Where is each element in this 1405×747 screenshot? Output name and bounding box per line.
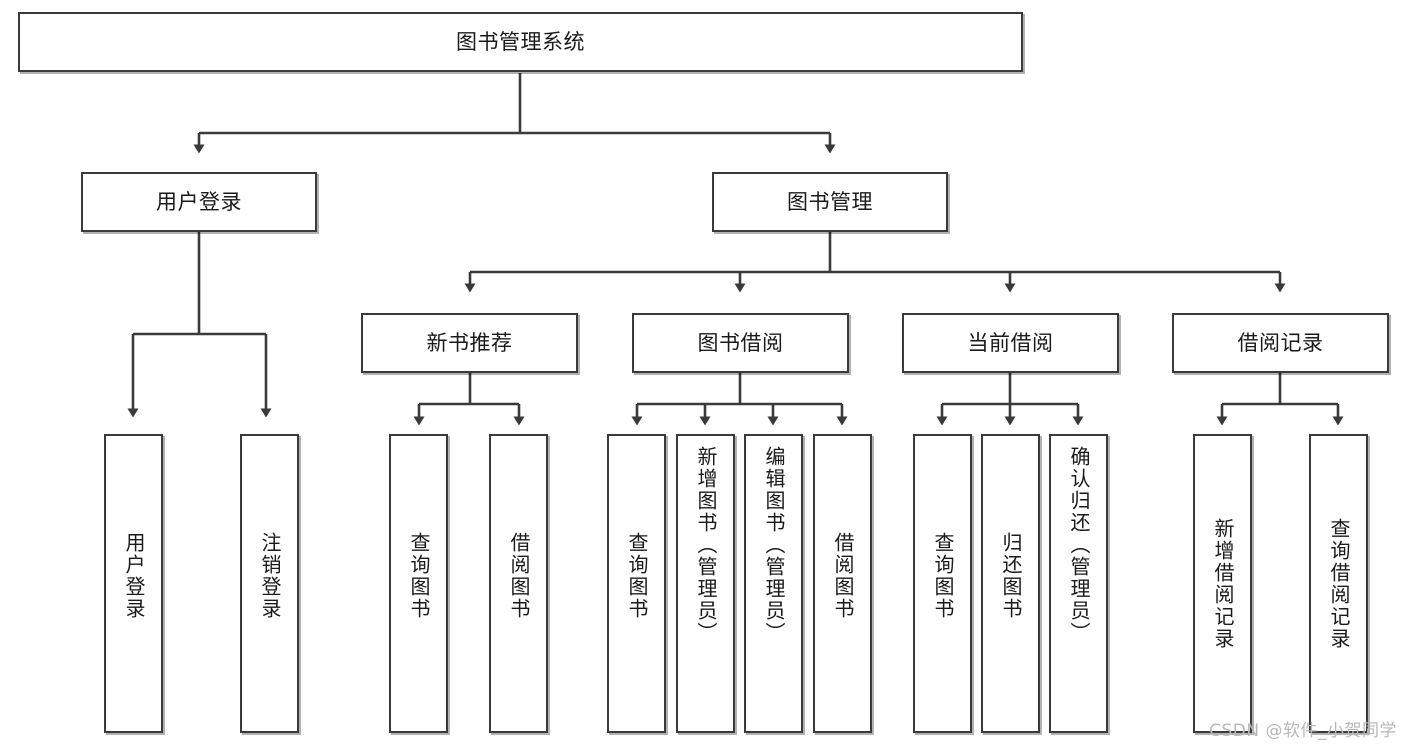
node-leaf-logout-login[interactable]: 注销登录 <box>240 434 299 733</box>
node-current-borrow[interactable]: 当前借阅 <box>902 313 1119 373</box>
node-leaf-borrow-book-1-label: 借阅图书 <box>507 532 531 620</box>
node-leaf-query-book-3[interactable]: 查询图书 <box>913 434 972 733</box>
node-leaf-query-book-2[interactable]: 查询图书 <box>607 434 666 733</box>
node-root[interactable]: 图书管理系统 <box>18 12 1023 72</box>
node-new-book-rec[interactable]: 新书推荐 <box>361 313 578 373</box>
node-leaf-add-book[interactable]: 新增图书（管理员） <box>676 434 735 733</box>
node-leaf-confirm-return-label: 确认归还（管理员） <box>1067 446 1091 644</box>
node-root-label: 图书管理系统 <box>456 29 585 54</box>
node-book-borrow-label: 图书借阅 <box>697 330 784 355</box>
node-new-book-rec-label: 新书推荐 <box>426 330 513 355</box>
node-leaf-user-login-label: 用户登录 <box>122 532 146 620</box>
node-leaf-query-book-3-label: 查询图书 <box>931 532 955 620</box>
node-leaf-add-record-label: 新增借阅记录 <box>1211 518 1235 650</box>
node-current-borrow-label: 当前借阅 <box>967 330 1054 355</box>
node-leaf-query-book-1-label: 查询图书 <box>407 532 431 620</box>
node-leaf-add-record[interactable]: 新增借阅记录 <box>1193 434 1252 733</box>
node-leaf-borrow-book-2[interactable]: 借阅图书 <box>813 434 872 733</box>
node-leaf-return-book-label: 归还图书 <box>999 532 1023 620</box>
node-leaf-query-record-label: 查询借阅记录 <box>1327 518 1351 650</box>
node-leaf-logout-login-label: 注销登录 <box>258 532 282 620</box>
watermark: CSDN @软件_小贺同学 <box>1209 721 1397 741</box>
node-leaf-return-book[interactable]: 归还图书 <box>981 434 1040 733</box>
node-leaf-confirm-return[interactable]: 确认归还（管理员） <box>1049 434 1108 733</box>
node-book-manage-label: 图书管理 <box>787 189 873 214</box>
node-user-login[interactable]: 用户登录 <box>81 172 317 232</box>
node-leaf-edit-book[interactable]: 编辑图书（管理员） <box>744 434 803 733</box>
node-leaf-query-record[interactable]: 查询借阅记录 <box>1309 434 1368 733</box>
node-user-login-label: 用户登录 <box>156 189 242 214</box>
node-leaf-borrow-book-2-label: 借阅图书 <box>831 532 855 620</box>
node-leaf-user-login[interactable]: 用户登录 <box>104 434 163 733</box>
node-borrow-record[interactable]: 借阅记录 <box>1172 313 1389 373</box>
node-book-borrow[interactable]: 图书借阅 <box>632 313 849 373</box>
node-leaf-borrow-book-1[interactable]: 借阅图书 <box>489 434 548 733</box>
node-leaf-query-book-2-label: 查询图书 <box>625 532 649 620</box>
node-leaf-add-book-label: 新增图书（管理员） <box>694 446 718 644</box>
node-borrow-record-label: 借阅记录 <box>1237 330 1324 355</box>
node-leaf-query-book-1[interactable]: 查询图书 <box>389 434 448 733</box>
node-book-manage[interactable]: 图书管理 <box>712 172 948 232</box>
node-leaf-edit-book-label: 编辑图书（管理员） <box>762 446 786 644</box>
